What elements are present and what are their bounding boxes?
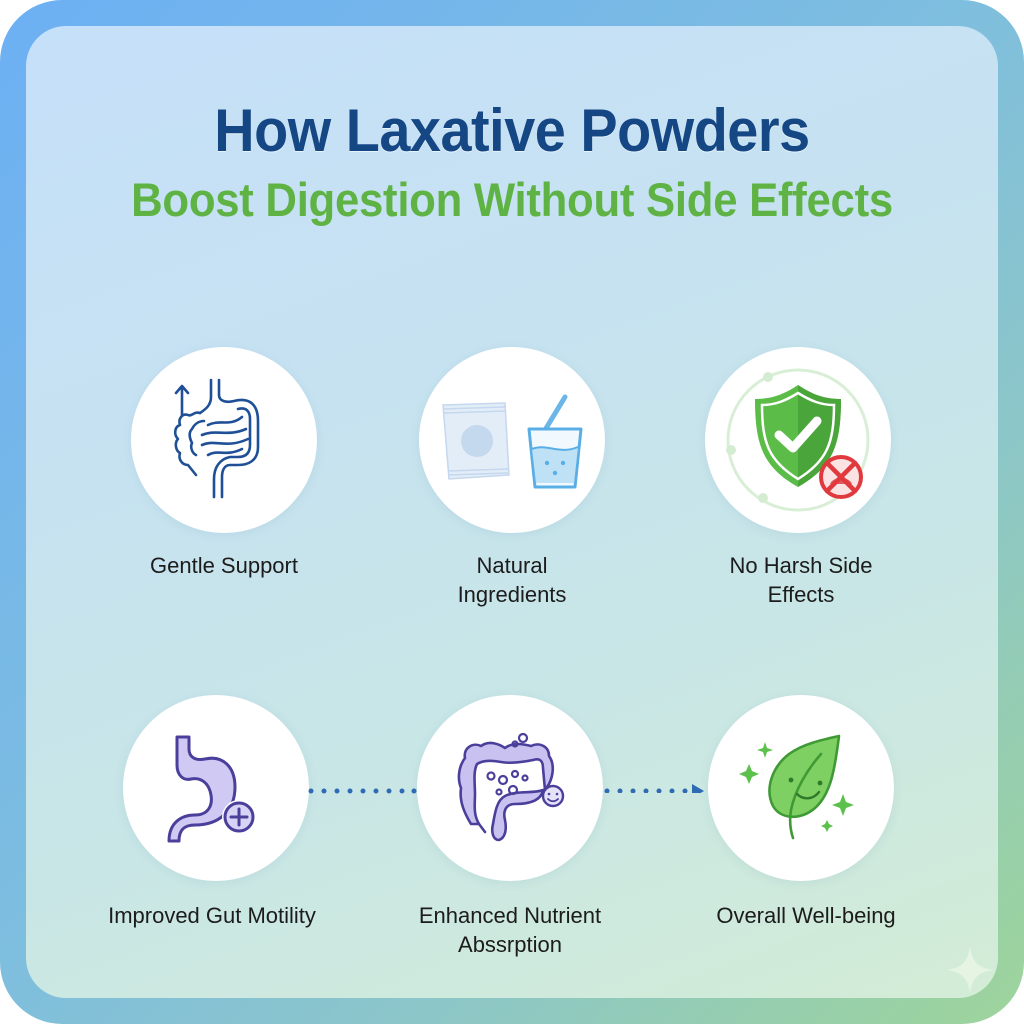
feature-label-overall-well-being: Overall Well-being (686, 901, 926, 930)
arrow-head-icon (692, 784, 704, 793)
label-line: Natural (476, 553, 548, 578)
label-line: Overall Well-being (716, 903, 896, 928)
no-symbol-icon (819, 455, 863, 499)
page-subtitle: Boost Digestion Without Side Effects (131, 173, 893, 226)
label-line: Enhanced Nutrient (418, 903, 602, 928)
feature-no-harsh-side-effects (705, 347, 891, 533)
powder-sachet-glass-icon (442, 394, 583, 489)
smiling-leaf-icon (739, 734, 854, 840)
label-line: Abssrption (458, 932, 562, 957)
page-title: How Laxative Powders (214, 97, 810, 164)
label-line: Effects (767, 582, 835, 607)
feature-overall-well-being (708, 695, 894, 881)
label-line: No Harsh Side (729, 553, 873, 578)
shield-check-icon (726, 368, 870, 512)
stomach-plus-icon (167, 735, 256, 843)
feature-label-enhanced-nutrient-absorption: Enhanced Nutrient Abssrption (390, 901, 630, 959)
label-line: Gentle Support (150, 553, 298, 578)
dotted-connector (308, 788, 417, 794)
feature-label-improved-gut-motility: Improved Gut Motility (92, 901, 332, 930)
feature-natural-ingredients (419, 347, 605, 533)
smiley-face-icon (541, 784, 565, 808)
sparkle-icons (739, 742, 854, 832)
feature-label-no-harsh-side-effects: No Harsh Side Effects (681, 551, 921, 609)
intestine-icon (173, 378, 260, 499)
feature-gentle-support (131, 347, 317, 533)
feature-label-natural-ingredients: Natural Ingredients (392, 551, 632, 609)
colon-smiley-icon (457, 732, 565, 842)
feature-improved-gut-motility (123, 695, 309, 881)
dotted-arrow-connector (604, 784, 704, 793)
label-line: Ingredients (457, 582, 567, 607)
feature-enhanced-nutrient-absorption (417, 695, 603, 881)
feature-label-gentle-support: Gentle Support (104, 551, 344, 580)
label-line: Improved Gut Motility (108, 903, 316, 928)
corner-sparkle-icon (946, 946, 994, 994)
